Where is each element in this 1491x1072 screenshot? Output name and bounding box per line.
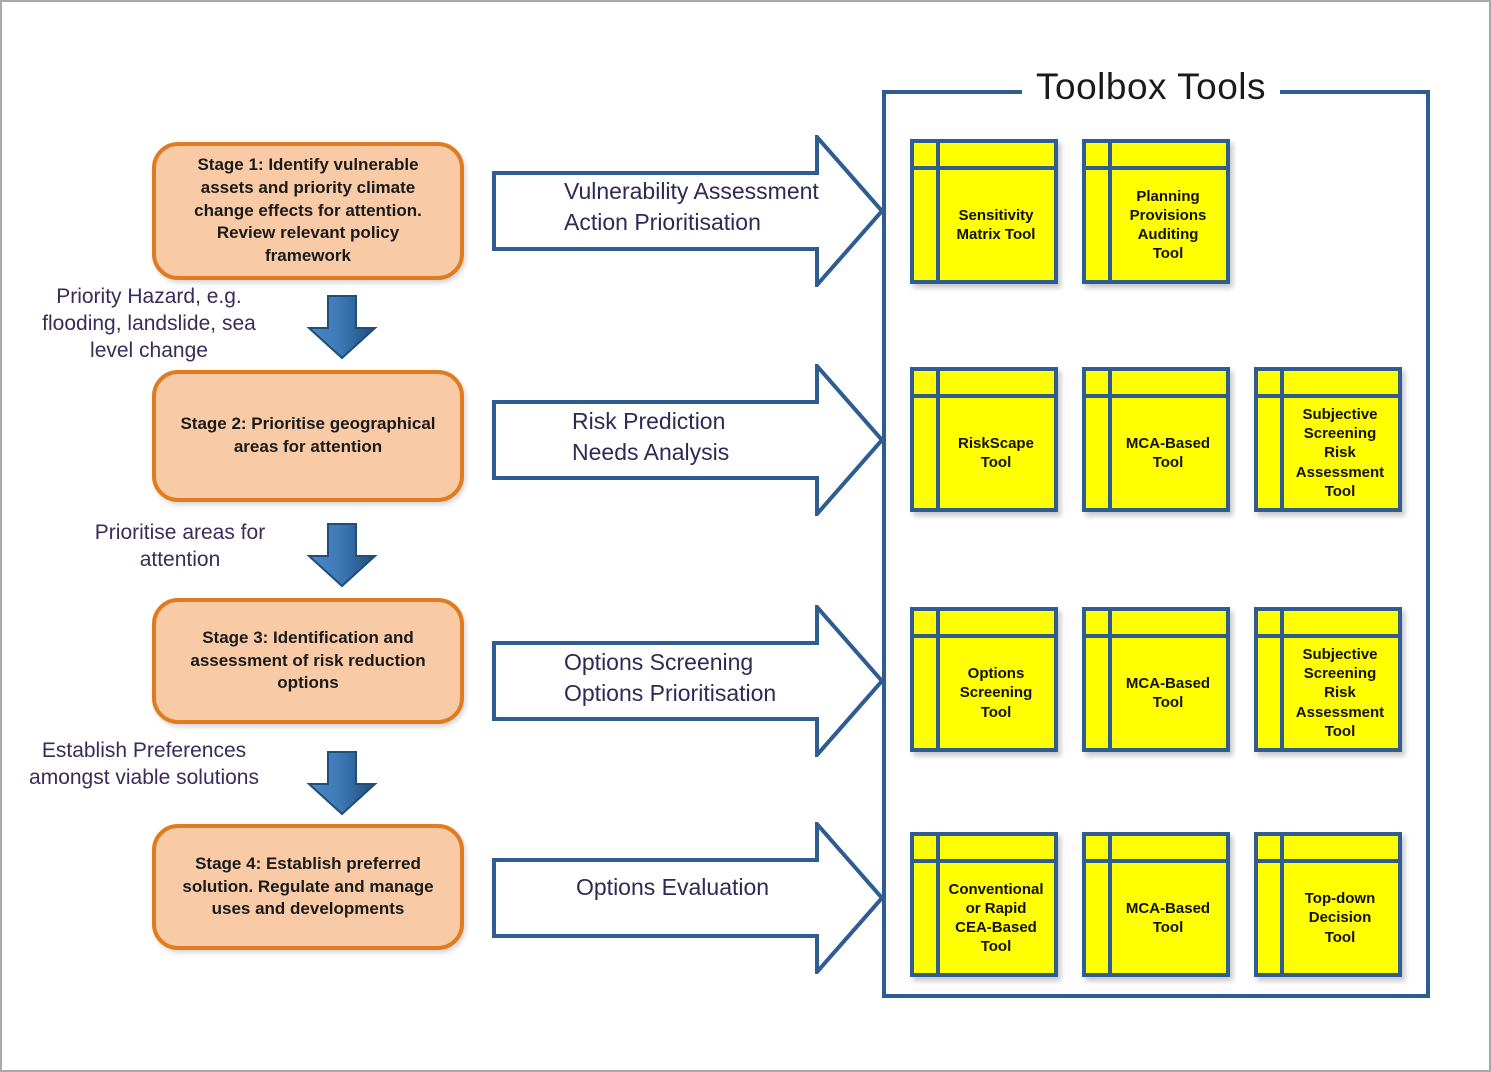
tool-row-divider xyxy=(914,166,1054,170)
tool-column-divider xyxy=(936,611,940,748)
tool-row-divider xyxy=(1258,394,1398,398)
tool-label: Sensitivity Matrix Tool xyxy=(956,206,1036,243)
tool-label: Conventional or Rapid CEA-Based Tool xyxy=(948,880,1044,956)
stage-4-label: Stage 4: Establish preferred solution. R… xyxy=(182,853,434,919)
process-arrow-2-label: Risk Prediction Needs Analysis xyxy=(572,408,730,465)
stage-1-label: Stage 1: Identify vulnerable assets and … xyxy=(194,154,422,266)
transition-caption-3: Establish Preferences amongst viable sol… xyxy=(29,739,259,789)
tool-card[interactable]: Options Screening Tool xyxy=(910,607,1058,752)
process-arrow-3 xyxy=(492,605,884,757)
tool-column-divider xyxy=(1280,371,1284,508)
tool-row-divider xyxy=(1258,634,1398,638)
tool-card[interactable]: Planning Provisions Auditing Tool xyxy=(1082,139,1230,284)
stage-box-4[interactable]: Stage 4: Establish preferred solution. R… xyxy=(152,824,464,950)
tool-row-divider xyxy=(1086,166,1226,170)
down-arrow-2 xyxy=(306,522,378,593)
process-arrow-4-label: Options Evaluation xyxy=(576,874,770,900)
tool-column-divider xyxy=(1108,371,1112,508)
stage-2-label: Stage 2: Prioritise geographical areas f… xyxy=(180,414,436,456)
tool-label: Planning Provisions Auditing Tool xyxy=(1129,187,1207,263)
tool-label: MCA-Based Tool xyxy=(1125,899,1211,936)
tool-label: RiskScape Tool xyxy=(958,434,1034,471)
process-arrow-2 xyxy=(492,364,884,516)
stage-box-3[interactable]: Stage 3: Identification and assessment o… xyxy=(152,598,464,724)
tool-column-divider xyxy=(1108,836,1112,973)
tool-card[interactable]: MCA-Based Tool xyxy=(1082,607,1230,752)
tool-card[interactable]: Top-down Decision Tool xyxy=(1254,832,1402,977)
tool-card[interactable]: MCA-Based Tool xyxy=(1082,367,1230,512)
tool-column-divider xyxy=(1280,611,1284,748)
transition-caption-2: Prioritise areas for attention xyxy=(94,521,266,571)
tool-card[interactable]: Sensitivity Matrix Tool xyxy=(910,139,1058,284)
down-arrow-1 xyxy=(306,294,378,365)
transition-caption-1: Priority Hazard, e.g. flooding, landslid… xyxy=(42,285,256,362)
down-arrow-3 xyxy=(306,750,378,821)
tool-row-divider xyxy=(1086,394,1226,398)
process-arrow-3-label: Options Screening Options Prioritisation xyxy=(564,649,777,706)
tool-row-divider xyxy=(1086,859,1226,863)
tool-column-divider xyxy=(936,143,940,280)
tool-row-divider xyxy=(914,634,1054,638)
tool-column-divider xyxy=(1108,143,1112,280)
tool-label: MCA-Based Tool xyxy=(1125,434,1211,471)
toolbox-title: Toolbox Tools xyxy=(1022,67,1281,107)
process-arrow-4 xyxy=(492,822,884,974)
tool-column-divider xyxy=(936,836,940,973)
stage-box-2[interactable]: Stage 2: Prioritise geographical areas f… xyxy=(152,370,464,502)
tool-label: Subjective Screening Risk Assessment Too… xyxy=(1295,406,1385,500)
tool-label: MCA-Based Tool xyxy=(1125,674,1211,711)
tool-label: Subjective Screening Risk Assessment Too… xyxy=(1295,646,1385,740)
process-arrow-1 xyxy=(492,135,884,287)
tool-row-divider xyxy=(1258,859,1398,863)
tool-card[interactable]: Conventional or Rapid CEA-Based Tool xyxy=(910,832,1058,977)
stage-box-1[interactable]: Stage 1: Identify vulnerable assets and … xyxy=(152,142,464,280)
stage-3-label: Stage 3: Identification and assessment o… xyxy=(190,627,426,693)
tool-label: Options Screening Tool xyxy=(959,665,1033,721)
tool-column-divider xyxy=(1280,836,1284,973)
tool-card[interactable]: RiskScape Tool xyxy=(910,367,1058,512)
process-arrow-1-label: Vulnerability Assessment Action Prioriti… xyxy=(564,178,819,235)
tool-row-divider xyxy=(914,859,1054,863)
tool-column-divider xyxy=(1108,611,1112,748)
tool-column-divider xyxy=(936,371,940,508)
tool-card[interactable]: MCA-Based Tool xyxy=(1082,832,1230,977)
tool-row-divider xyxy=(914,394,1054,398)
tool-card[interactable]: Subjective Screening Risk Assessment Too… xyxy=(1254,367,1402,512)
tool-row-divider xyxy=(1086,634,1226,638)
tool-card[interactable]: Subjective Screening Risk Assessment Too… xyxy=(1254,607,1402,752)
tool-label: Top-down Decision Tool xyxy=(1304,890,1376,946)
